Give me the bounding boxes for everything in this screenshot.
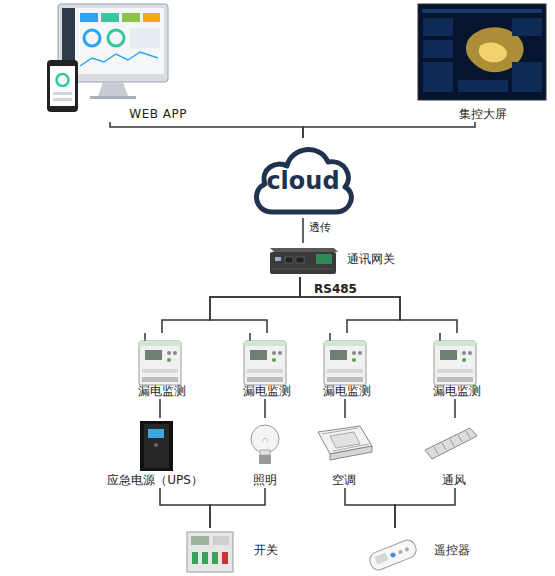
leakage-monitor — [324, 333, 366, 385]
leakage-monitor — [434, 333, 476, 385]
connector-line — [345, 488, 395, 528]
leakage-monitor-illustrations — [139, 333, 476, 385]
device-label: 漏电监测 — [131, 384, 193, 398]
device-node: 漏电监测 — [316, 333, 378, 399]
connector-line — [210, 277, 300, 333]
ventilation-illustration — [425, 428, 477, 459]
device-node: 遥控器 — [362, 528, 470, 574]
device-label: 漏电监测 — [316, 384, 378, 398]
connector-line — [454, 399, 456, 418]
connector-line — [160, 488, 210, 528]
connector-line — [264, 399, 266, 418]
device-label: 漏电监测 — [426, 384, 488, 398]
device-node: WEB APP — [45, 2, 193, 122]
connector-line — [159, 399, 161, 418]
remote-control-illustration — [367, 538, 418, 573]
connector-line — [110, 122, 303, 138]
connector-line — [302, 218, 304, 243]
leakage-monitor — [244, 333, 286, 385]
device-node: 漏电监测 — [131, 333, 193, 399]
big-screen-illustration — [418, 4, 546, 100]
switch-illustration — [187, 532, 233, 572]
device-node: 漏电监测 — [236, 333, 298, 399]
device-label: 开关 — [254, 543, 278, 557]
ups-illustration — [140, 421, 173, 471]
device-node: 通风 — [423, 418, 485, 488]
device-node: 开关 — [183, 528, 278, 574]
device-label: WEB APP — [45, 107, 187, 121]
cloud-label: cloud — [248, 168, 358, 194]
device-label: 空调 — [313, 473, 375, 487]
air-conditioner-illustration — [318, 426, 372, 460]
device-label: 遥控器 — [434, 543, 470, 557]
connector-line — [300, 277, 400, 333]
device-label: 漏电监测 — [236, 384, 298, 398]
edge-label: 透传 — [309, 221, 331, 235]
device-node: 空调 — [313, 418, 375, 488]
device-node: 通讯网关 — [265, 243, 395, 277]
monitor-illustration — [47, 4, 168, 112]
light-bulb-illustration — [251, 425, 279, 464]
device-label: 通讯网关 — [347, 252, 395, 266]
leakage-monitor — [139, 333, 181, 385]
bus-label: RS485 — [314, 282, 357, 296]
device-node: 照明 — [240, 418, 290, 488]
device-label: 通风 — [423, 473, 485, 487]
device-node: 集控大屏 — [415, 2, 550, 122]
connector-line — [395, 488, 455, 528]
device-label: 集控大屏 — [415, 107, 550, 121]
device-label: 照明 — [240, 473, 290, 487]
connector-line — [162, 277, 300, 333]
connector-line — [210, 488, 265, 528]
connector-line — [303, 122, 475, 138]
device-label: 应急电源（UPS） — [100, 473, 210, 487]
cloud-node: cloud — [248, 138, 358, 218]
gateway-illustration — [270, 248, 338, 274]
device-node: 漏电监测 — [426, 333, 488, 399]
connector-line — [344, 399, 346, 418]
device-node: 应急电源（UPS） — [100, 418, 210, 488]
connector-line — [300, 277, 457, 333]
